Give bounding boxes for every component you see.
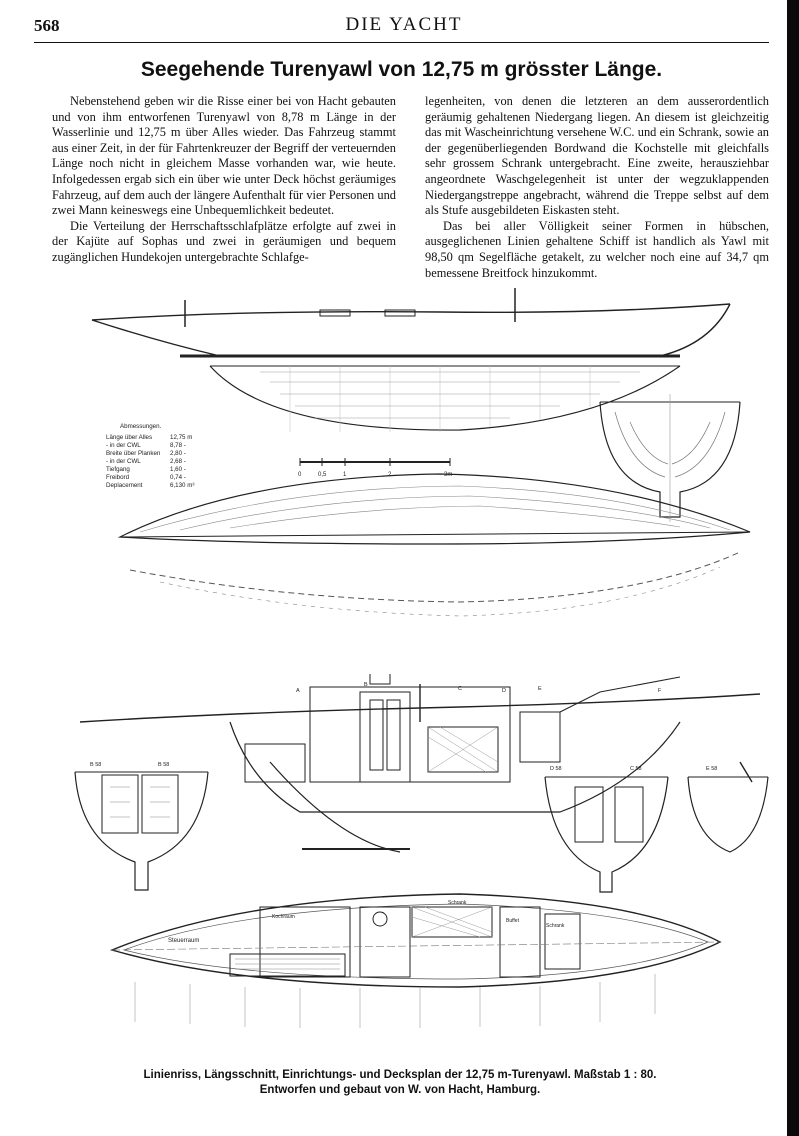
section-tag: B 58 [90,762,101,768]
plan-label: Steuerraum [168,938,199,944]
section-tag: D 58 [550,766,562,772]
dimension-label: Freibord [106,474,130,481]
paragraph: Das bei aller Völligkeit seiner Formen i… [425,218,769,280]
scale-tick: 1 [343,472,347,478]
paragraph: legenheiten, von denen die letzteren an … [425,94,769,218]
caption-line-2: Entworfen und gebaut von W. von Hacht, H… [259,1084,541,1096]
section-tag: E 58 [706,766,717,772]
sheer-plan [91,288,731,432]
dimension-label: - in der CWL [106,442,141,449]
plan-label: Buffet [506,918,520,924]
yacht-plans-drawing: 0 0,5 1 2 3m Abmessungen. Länge über All… [40,282,775,1062]
scan-edge [787,0,799,1136]
text-column-right: legenheiten, von denen die letzteren an … [425,94,769,281]
plan-label: Schrank [448,900,467,906]
section-letter: E [538,686,542,692]
dimension-label: - in der CWL [106,458,141,465]
page-header: 568 DIE YACHT [34,14,774,42]
scale-tick: 0 [298,472,302,478]
plan-label: Kochraum [272,914,295,920]
dimension-value: 8,78 - [170,442,186,449]
running-head: DIE YACHT [345,14,463,35]
figure-caption: Linienriss, Längsschnitt, Einrichtungs- … [30,1068,770,1098]
text-column-left: Nebenstehend geben wir die Risse einer b… [52,94,396,266]
dimensions-table: Abmessungen. Länge über Alles 12,75 m - … [106,423,194,489]
dimension-value: 12,75 m [170,434,192,441]
dimension-value: 2,68 - [170,458,186,465]
accommodation-plan [109,893,722,1028]
half-breadth-plan [117,473,751,617]
section-letter: B [364,682,368,688]
header-rule [34,42,769,43]
dimension-value: 1,60 - [170,466,186,473]
section-letter: D [502,688,506,694]
cross-section-right [544,761,769,893]
section-tag: C 58 [630,766,642,772]
dimension-label: Deplacement [106,482,143,489]
dimension-value: 2,80 - [170,450,186,457]
section-letter: A [296,688,300,694]
page-number: 568 [34,16,60,35]
body-plan [599,394,741,522]
caption-line-1: Linienriss, Längsschnitt, Einrichtungs- … [143,1069,657,1081]
section-letter: C [458,686,462,692]
scale-tick: 3m [444,472,452,478]
dimensions-heading: Abmessungen. [120,423,162,430]
cross-section-left [74,771,209,891]
dimension-label: Breite über Planken [106,450,161,457]
dimension-value: 0,74 - [170,474,186,481]
section-letter: F [658,688,662,694]
paragraph: Die Verteilung der Herrschaftsschlafplät… [52,218,396,264]
scale-tick: 2 [388,472,392,478]
scale-bar [299,458,451,466]
dimension-label: Länge über Alles [106,434,152,441]
scale-tick: 0,5 [318,472,327,478]
dimension-value: 6,130 m³ [170,482,194,489]
longitudinal-section [79,674,761,853]
article-title: Seegehende Turenyawl von 12,75 m grösste… [140,58,663,81]
dimension-label: Tiefgang [106,466,130,473]
plan-label: Schrank [546,923,565,929]
paragraph: Nebenstehend geben wir die Risse einer b… [52,94,396,218]
section-tag: B 58 [158,762,169,768]
